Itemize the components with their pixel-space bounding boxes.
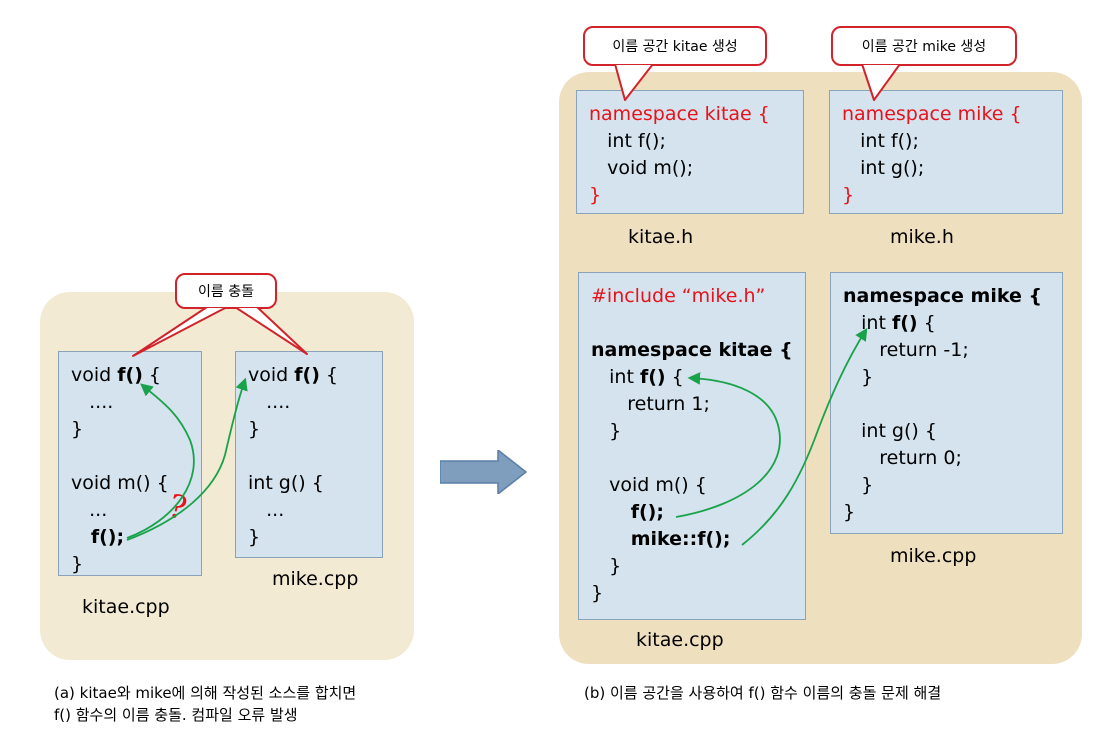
mike-h-label: mike.h [890, 226, 954, 248]
code-line: void f() { [248, 364, 339, 386]
code-line: } [248, 526, 261, 548]
code-line: int f() { [843, 312, 936, 334]
code-line: } [843, 474, 874, 496]
code-line: void m(); [589, 157, 694, 179]
code-line: f(); [71, 526, 125, 548]
code-line [248, 443, 382, 470]
code-line: } [843, 366, 874, 388]
kitae-h-label: kitae.h [628, 226, 694, 248]
code-line: } [71, 553, 84, 575]
code-line: int f(); [842, 130, 919, 152]
code-line: } [843, 501, 856, 523]
mike-cpp-label-right: mike.cpp [890, 545, 977, 567]
caption-a-line1: (a) kitae와 mike에 의해 작성된 소스를 합치면 [54, 684, 357, 702]
code-line [843, 391, 1062, 418]
code-line: } [591, 555, 622, 577]
code-line: int g(); [842, 157, 925, 179]
code-line [591, 310, 805, 337]
code-line: } [591, 582, 604, 604]
code-line: namespace mike { [843, 285, 1042, 307]
kitae-h-code-box: namespace kitae { int f(); void m(); } [576, 90, 804, 214]
code-line: } [842, 184, 855, 206]
code-line: ... [71, 499, 108, 521]
code-line: .... [248, 391, 291, 413]
mike-h-code-box: namespace mike { int f(); int g(); } [829, 90, 1063, 214]
caption-a: (a) kitae와 mike에 의해 작성된 소스를 합치면 f() 함수의 … [54, 682, 356, 726]
code-line: f(); [591, 501, 664, 523]
mike-cpp-code-box-left: void f() { .... } int g() { ... } [235, 351, 383, 558]
code-line [591, 445, 805, 472]
mike-cpp-code-box-right: namespace mike { int f() { return -1; } … [830, 272, 1063, 534]
mike-cpp-label-left: mike.cpp [272, 568, 359, 590]
code-line: int f() { [591, 366, 684, 388]
code-line: int g() { [843, 420, 937, 442]
code-line: return -1; [843, 339, 969, 361]
code-line: void m() { [591, 474, 707, 496]
kitae-cpp-label-right: kitae.cpp [636, 629, 724, 651]
kitae-cpp-code-box-right: #include “mike.h” namespace kitae { int … [578, 272, 806, 620]
namespace-mike-callout: 이름 공간 mike 생성 [831, 26, 1017, 66]
code-line: #include “mike.h” [591, 285, 766, 307]
code-line: } [591, 420, 622, 442]
name-collision-callout: 이름 충돌 [175, 273, 277, 309]
code-line: namespace mike { [842, 103, 1022, 125]
code-line: namespace kitae { [589, 103, 770, 125]
right-arrow-icon [440, 450, 528, 494]
caption-a-line2: f() 함수의 이름 충돌. 컴파일 오류 발생 [54, 706, 298, 724]
code-line: } [248, 418, 261, 440]
code-line: } [589, 184, 602, 206]
code-line: return 0; [843, 447, 962, 469]
kitae-cpp-label-left: kitae.cpp [82, 596, 170, 618]
caption-b: (b) 이름 공간을 사용하여 f() 함수 이름의 충돌 문제 해결 [584, 684, 942, 702]
code-line: namespace kitae { [591, 339, 793, 361]
code-line: return 1; [591, 393, 710, 415]
code-line [71, 443, 201, 470]
code-line: mike::f(); [591, 528, 731, 550]
kitae-cpp-code-box-left: void f() { .... } void m() { ... f(); } [58, 351, 202, 576]
namespace-kitae-callout: 이름 공간 kitae 생성 [583, 26, 767, 66]
code-line: } [71, 418, 84, 440]
code-line: void f() { [71, 364, 162, 386]
code-line: int g() { [248, 472, 324, 494]
code-line: int f(); [589, 130, 666, 152]
code-line: ... [248, 499, 285, 521]
code-line: .... [71, 391, 114, 413]
